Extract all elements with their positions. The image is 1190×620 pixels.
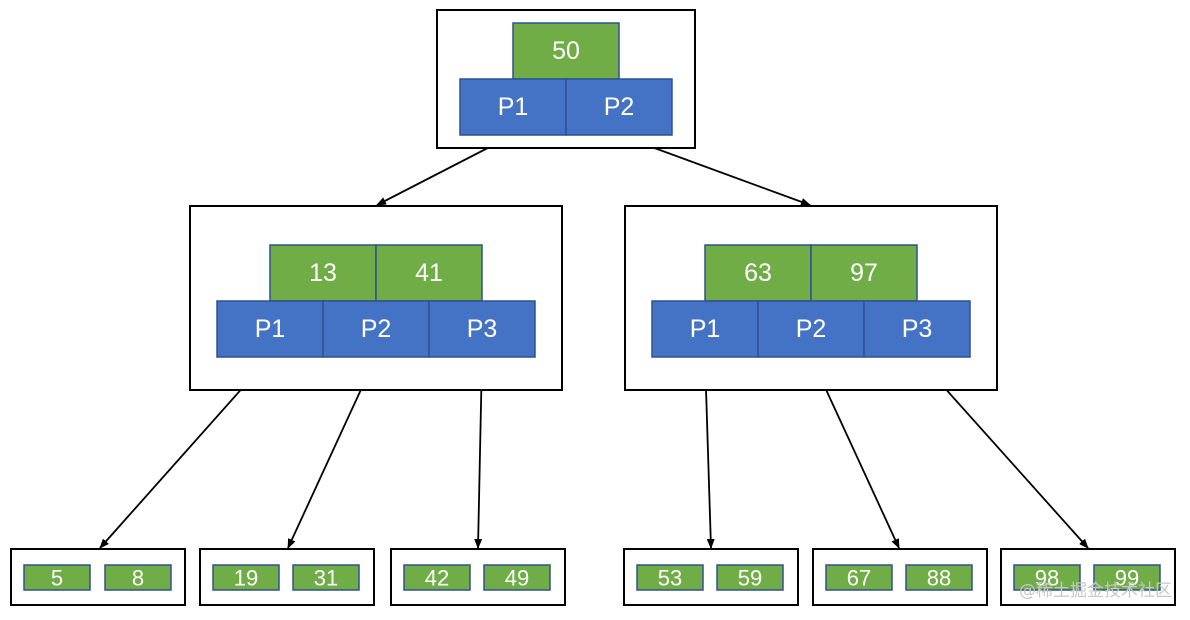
root-key-label: 50: [552, 37, 580, 65]
root-pointer-label-2: P2: [604, 93, 635, 121]
leaf-node-4: 53 59: [623, 548, 799, 606]
root-node: 50 P1 P2: [436, 9, 696, 149]
leaf-1-key-cell-1: [23, 564, 91, 591]
leaf-4-key-label-2: 59: [738, 566, 762, 591]
internal-left-pointer-label-1: P1: [255, 315, 286, 343]
leaf-4-key-label-1: 53: [658, 566, 682, 591]
internal-left-key-label-1: 13: [309, 259, 337, 287]
leaf-2-key-cell-1: [212, 564, 280, 591]
leaf-2-key-label-1: 19: [234, 566, 258, 591]
internal-left-key-cell-2: [375, 244, 483, 302]
internal-right-pointer-label-3: P3: [902, 315, 933, 343]
internal-right-key-label-2: 97: [850, 259, 878, 287]
internal-node-left: 13 41 P1 P2 P3: [189, 205, 563, 391]
leaf-6-key-cell-2: [1093, 564, 1161, 591]
internal-right-pointer-label-2: P2: [796, 315, 827, 343]
leaf-3-key-label-1: 42: [425, 566, 449, 591]
internal-right-pointer-label-1: P1: [690, 315, 721, 343]
leaf-5-key-label-2: 88: [927, 566, 951, 591]
watermark-text: @稀土掘金技术社区: [1019, 581, 1172, 601]
leaf-1-key-cell-2: [104, 564, 172, 591]
internal-left-key-cell-1: [269, 244, 377, 302]
leaf-2-key-cell-2: [292, 564, 360, 591]
leaf-node-1: 5 8: [10, 548, 186, 606]
leaf-6-key-label-1: 98: [1035, 566, 1059, 591]
internal-right-pointer-cell-1: [651, 300, 759, 358]
leaf-5-key-label-1: 67: [847, 566, 871, 591]
leaf-4-key-cell-2: [716, 564, 784, 591]
internal-right-pointer-cell-2: [757, 300, 865, 358]
leaf-node-6: 98 99: [1000, 548, 1176, 606]
root-pointer-label-1: P1: [498, 93, 529, 121]
leaf-1-key-label-2: 8: [132, 566, 144, 591]
leaf-node-3: 42 49: [390, 548, 566, 606]
leaf-1-key-label-1: 5: [51, 566, 63, 591]
internal-node-right: 63 97 P1 P2 P3: [624, 205, 998, 391]
internal-right-key-label-1: 63: [744, 259, 772, 287]
internal-left-pointer-label-3: P3: [467, 315, 498, 343]
internal-left-pointer-cell-2: [322, 300, 430, 358]
internal-left-key-label-2: 41: [415, 259, 443, 287]
internal-left-pointer-cell-1: [216, 300, 324, 358]
root-pointer-cell-2: [565, 78, 673, 136]
leaf-3-key-cell-2: [483, 564, 551, 591]
internal-right-pointer-cell-3: [863, 300, 971, 358]
leaf-5-key-cell-2: [905, 564, 973, 591]
leaf-6-key-label-2: 99: [1115, 566, 1139, 591]
leaf-node-2: 19 31: [199, 548, 375, 606]
internal-left-pointer-label-2: P2: [361, 315, 392, 343]
leaf-3-key-cell-1: [403, 564, 471, 591]
leaf-6-key-cell-1: [1013, 564, 1081, 591]
leaf-2-key-label-2: 31: [314, 566, 338, 591]
leaf-5-key-cell-1: [825, 564, 893, 591]
internal-left-pointer-cell-3: [428, 300, 536, 358]
leaf-4-key-cell-1: [636, 564, 704, 591]
leaf-node-5: 67 88: [812, 548, 988, 606]
leaf-3-key-label-2: 49: [505, 566, 529, 591]
